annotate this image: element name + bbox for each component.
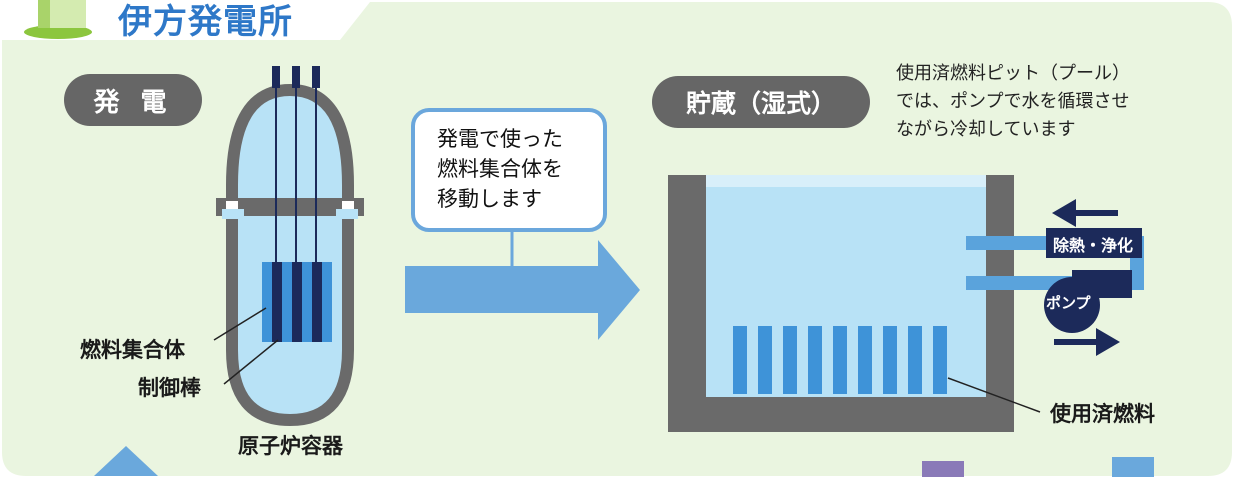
logo-icon (24, 0, 92, 39)
pool-note-line-1: 使用済燃料ピット（プール） (896, 63, 1130, 84)
section-storage-wet: 貯蔵（湿式） (652, 76, 870, 128)
heat-removal-label: 除熱・浄化 (1053, 236, 1134, 255)
fuel-assembly-label: 燃料集合体 (80, 338, 185, 362)
fuel-assembly-core (262, 262, 332, 342)
transfer-arrow (405, 240, 640, 340)
pump-icon (1044, 270, 1132, 333)
control-rod-leader (223, 339, 279, 385)
page-title: 伊方発電所 (118, 2, 293, 42)
reactor-vessel-label: 原子炉容器 (238, 434, 343, 458)
fuel-assembly-leader (213, 307, 267, 341)
pool-note-line-3: ながら冷却しています (896, 119, 1076, 140)
decor-triangle (94, 446, 158, 476)
control-rod-label: 制御棒 (138, 376, 201, 400)
section-power-generation: 発 電 (64, 74, 202, 126)
flow-arrow-right-icon (1054, 328, 1120, 356)
callout-line-3: 移動します (437, 187, 542, 211)
pump-label: ポンプ (1046, 294, 1091, 312)
callout-line-1: 発電で使った (437, 127, 563, 151)
control-rod-tops (272, 66, 320, 88)
transfer-callout: 発電で使った 燃料集合体を 移動します (411, 108, 607, 232)
spent-fuel-bars (733, 326, 947, 394)
heat-removal-box (1046, 228, 1142, 258)
spent-fuel-leader (947, 377, 1041, 413)
flow-arrow-left-icon (1052, 199, 1118, 227)
spent-fuel-label: 使用済燃料 (1050, 402, 1155, 426)
decor-square-blue (1112, 457, 1154, 477)
pool-note: 使用済燃料ピット（プール） では、ポンプで水を循環させ ながら冷却しています (896, 60, 1130, 144)
reactor-vessel (216, 83, 364, 427)
pool-note-line-2: では、ポンプで水を循環させ (896, 91, 1130, 112)
callout-line-2: 燃料集合体を (437, 157, 563, 181)
spent-fuel-pool (668, 175, 1014, 432)
decor-square-purple (922, 461, 964, 477)
